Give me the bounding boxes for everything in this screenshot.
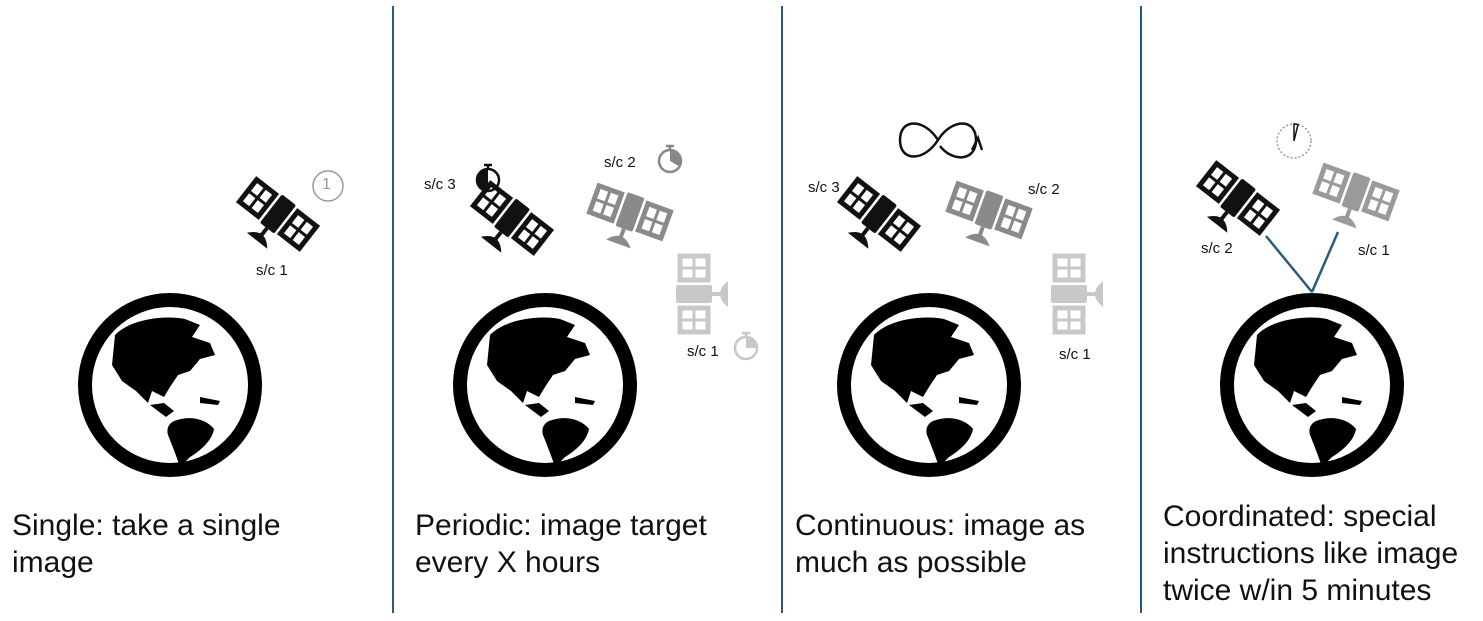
caption-line: Single: take a single bbox=[12, 509, 281, 542]
sc2-label: s/c 2 bbox=[1028, 181, 1060, 198]
caption-coordinated: Coordinated: special instructions like i… bbox=[1163, 498, 1458, 609]
number-circle-label: 1 bbox=[322, 176, 331, 193]
satellite-icon bbox=[1051, 256, 1103, 332]
satellite-icon bbox=[828, 176, 920, 264]
timer-icon bbox=[657, 144, 683, 174]
caption-line: Coordinated: special bbox=[1163, 500, 1437, 533]
panel-continuous: s/c 3 s/c 2 s/c 1 Continuous: image as m… bbox=[783, 0, 1142, 621]
panel-coordinated: s/c 2 s/c 1 Coordinated: special instruc… bbox=[1142, 0, 1483, 621]
caption-line: instructions like image bbox=[1163, 537, 1459, 570]
infinity-loop-icon bbox=[898, 122, 984, 159]
caption-periodic: Periodic: image target every X hours bbox=[415, 507, 707, 581]
caption-line: much as possible bbox=[795, 546, 1027, 579]
satellite-icon bbox=[583, 182, 672, 257]
divider-2 bbox=[781, 6, 783, 613]
satellite-icon bbox=[1187, 160, 1279, 248]
timer-icon bbox=[1276, 123, 1312, 159]
caption-line: every X hours bbox=[415, 546, 601, 579]
divider-3 bbox=[1140, 6, 1142, 613]
sc3-label: s/c 3 bbox=[424, 176, 456, 193]
caption-line: twice w/in 5 minutes bbox=[1163, 574, 1432, 607]
caption-single: Single: take a single image bbox=[12, 507, 281, 581]
number-circle-icon bbox=[312, 170, 344, 202]
sc1-label: s/c 1 bbox=[1059, 346, 1091, 363]
satellite-icon bbox=[1309, 162, 1398, 237]
caption-line: Periodic: image target bbox=[415, 509, 707, 542]
link-line-sc2 bbox=[1265, 235, 1313, 293]
panel-single: 1 s/c 1 Single: take a single image bbox=[0, 0, 392, 621]
caption-continuous: Continuous: image as much as possible bbox=[795, 507, 1085, 581]
sc1-label: s/c 1 bbox=[687, 343, 719, 360]
caption-line: Continuous: image as bbox=[795, 509, 1086, 542]
link-line-sc1 bbox=[1310, 231, 1340, 293]
globe-icon bbox=[460, 300, 630, 470]
globe-icon bbox=[844, 300, 1014, 470]
timer-icon bbox=[475, 163, 501, 193]
panel-coordinated-art bbox=[1142, 123, 1483, 621]
divider-1 bbox=[392, 6, 394, 613]
sc3-label: s/c 3 bbox=[808, 179, 840, 196]
sc2-label: s/c 2 bbox=[1201, 240, 1233, 257]
timer-icon bbox=[733, 331, 759, 361]
satellite-icon bbox=[676, 256, 728, 332]
panel-periodic-art bbox=[394, 144, 759, 621]
globe-icon bbox=[85, 300, 255, 470]
sc1-label: s/c 1 bbox=[256, 262, 288, 279]
satellite-icon bbox=[227, 176, 319, 264]
caption-line: image bbox=[12, 546, 94, 579]
globe-icon bbox=[1227, 300, 1397, 470]
panel-periodic: s/c 3 s/c 2 s/c 1 Periodic: image target… bbox=[394, 0, 782, 621]
satellite-icon bbox=[461, 180, 553, 268]
satellite-icon bbox=[942, 180, 1031, 255]
sc2-label: s/c 2 bbox=[604, 154, 636, 171]
panel-continuous-art bbox=[783, 122, 1142, 621]
sc1-label: s/c 1 bbox=[1358, 242, 1390, 259]
panel-single-art bbox=[0, 170, 344, 621]
